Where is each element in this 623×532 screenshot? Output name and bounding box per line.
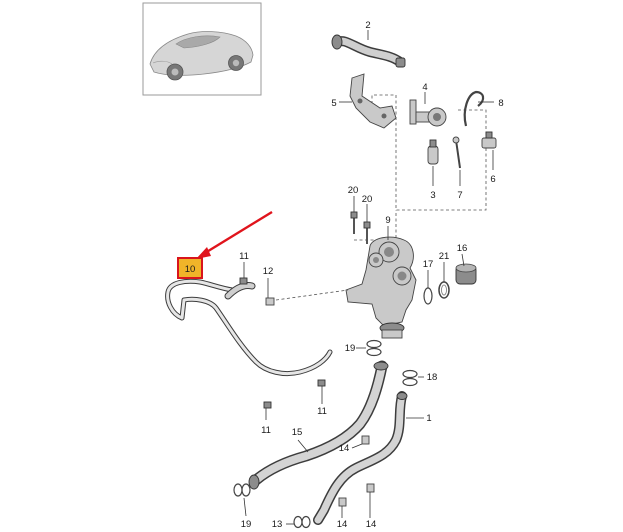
part-8-clip <box>463 90 485 127</box>
part-4-valve <box>409 99 447 127</box>
part-7-bolt <box>452 136 461 169</box>
vehicle-thumbnail <box>142 2 262 96</box>
connection-line <box>275 289 349 301</box>
callout-10[interactable]: 10 <box>185 264 196 275</box>
part-16-cap <box>455 263 477 285</box>
part-19-seal <box>366 339 382 357</box>
callout-11c[interactable]: 11 <box>261 425 271 436</box>
callout-20a[interactable]: 20 <box>348 185 359 196</box>
callout-7[interactable]: 7 <box>457 190 462 201</box>
part-1-pipe <box>313 391 408 525</box>
callout-20b[interactable]: 20 <box>362 194 373 205</box>
callout-13[interactable]: 13 <box>272 519 283 530</box>
callout-9[interactable]: 9 <box>385 215 390 226</box>
callout-16[interactable]: 16 <box>457 243 468 254</box>
callout-15[interactable]: 15 <box>292 427 303 438</box>
part-17-seal <box>423 287 433 305</box>
leader-lines <box>243 30 494 525</box>
callout-10-highlight[interactable] <box>177 257 203 279</box>
part-14-clip <box>338 435 375 507</box>
callout-1[interactable]: 1 <box>426 413 431 424</box>
callout-14c[interactable]: 14 <box>366 519 377 530</box>
callout-12[interactable]: 12 <box>263 266 274 277</box>
callout-3[interactable]: 3 <box>430 190 435 201</box>
callout-14a[interactable]: 14 <box>339 443 350 454</box>
part-11-clip <box>239 277 326 409</box>
callout-19a[interactable]: 19 <box>345 343 356 354</box>
callout-11b[interactable]: 11 <box>317 406 327 417</box>
part-15-pipe <box>248 360 389 490</box>
callout-2[interactable]: 2 <box>365 20 370 31</box>
callout-21[interactable]: 21 <box>439 251 450 262</box>
part-2-pipe <box>331 34 406 68</box>
callout-19b[interactable]: 19 <box>241 519 252 530</box>
part-18-seal <box>402 369 418 387</box>
indicator-arrow <box>196 210 273 259</box>
callout-4[interactable]: 4 <box>422 82 427 93</box>
callout-18[interactable]: 18 <box>427 372 438 383</box>
callout-17[interactable]: 17 <box>423 259 434 270</box>
part-6-connector <box>481 131 497 149</box>
part-21-seal <box>438 281 450 299</box>
callout-8[interactable]: 8 <box>498 98 503 109</box>
part-13-ring <box>293 515 311 529</box>
part-3-sensor <box>427 139 439 165</box>
callout-6[interactable]: 6 <box>490 174 495 185</box>
callout-5[interactable]: 5 <box>331 98 336 109</box>
part-10-coolant-line <box>165 278 333 377</box>
part-5-bracket <box>349 73 397 129</box>
part-19-ring-bottom <box>233 483 251 497</box>
callout-11a[interactable]: 11 <box>239 251 249 262</box>
callout-14b[interactable]: 14 <box>337 519 348 530</box>
part-9-housing <box>345 236 417 339</box>
part-12-clip <box>265 297 275 306</box>
